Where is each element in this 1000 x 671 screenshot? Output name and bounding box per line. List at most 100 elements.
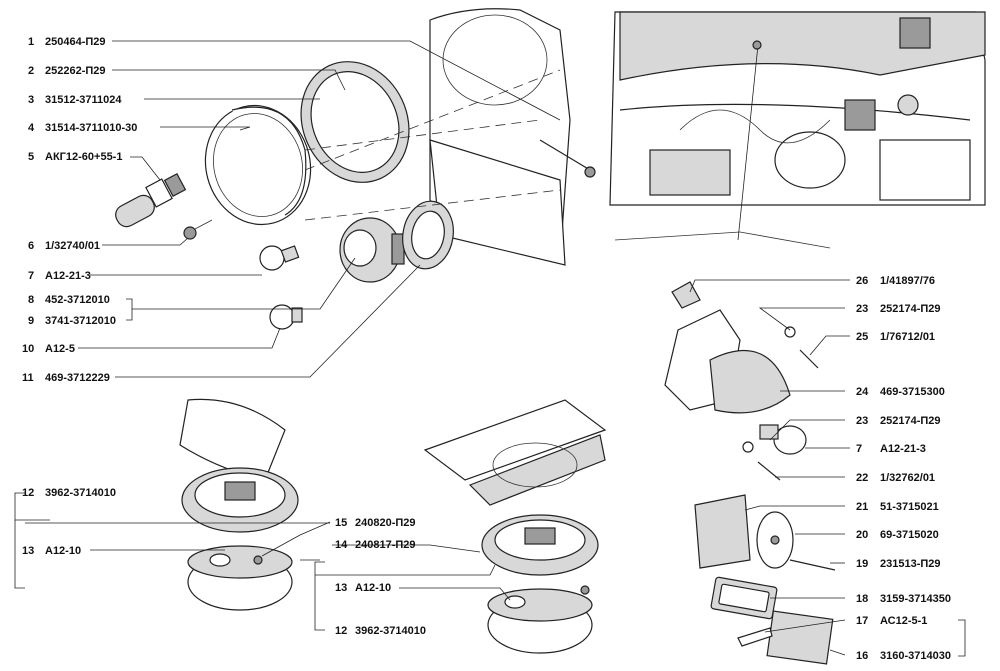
trim-panel: [423, 399, 607, 481]
callout-number-c23b: 23: [856, 415, 868, 427]
callout-number-c25: 25: [856, 331, 868, 343]
washer-23a: [784, 326, 796, 338]
callout-number-c13b: 13: [335, 582, 347, 594]
callout-code-c8: 452-3712010: [45, 294, 110, 306]
callout-code-c14: 240817-П29: [355, 539, 416, 551]
callout-code-c11: 469-3712229: [45, 372, 110, 384]
callout-number-c15: 15: [335, 517, 347, 529]
callout-number-c5: 5: [28, 151, 34, 163]
dome-lamp-right-illustration: [423, 399, 607, 654]
engine-block: [649, 149, 731, 196]
callout-number-c21: 21: [856, 501, 868, 513]
trim-bracket: [468, 434, 606, 506]
leader-lines: [14, 40, 966, 657]
bulb-7: [259, 245, 300, 271]
bolt-nut: [584, 166, 596, 178]
callout-number-c7: 7: [28, 270, 34, 282]
callout-number-c17: 17: [856, 615, 868, 627]
fender-edge: [619, 103, 971, 121]
dome-lamp-left-illustration: [179, 398, 299, 611]
trim-opening: [492, 442, 578, 488]
callout-number-c26: 26: [856, 275, 868, 287]
callout-code-c7: А12-21-3: [45, 270, 91, 282]
callout-number-c9: 9: [28, 315, 34, 327]
socket-pin: [770, 535, 780, 545]
lamp-housing-24: [709, 350, 791, 414]
gasket-ring-inner: [310, 71, 400, 173]
wire-harness: [679, 109, 831, 144]
callout-code-c23b: 252174-П29: [880, 415, 941, 427]
zoom-bracket-right: [739, 231, 831, 249]
bulb-7b: [773, 425, 807, 455]
engine-bay-illustration: [609, 11, 986, 249]
callout-number-c12a: 12: [22, 487, 34, 499]
lamp-location-marker: [752, 40, 762, 50]
callout-number-c2: 2: [28, 65, 34, 77]
screw-14: [580, 585, 590, 595]
callout-code-c16: 3160-3714030: [880, 650, 951, 662]
bulb-13a: [209, 553, 231, 567]
callout-code-c25: 1/76712/01: [880, 331, 935, 343]
callout-number-c23a: 23: [856, 303, 868, 315]
callout-code-c24: 469-3715300: [880, 386, 945, 398]
callout-number-c7b: 7: [856, 443, 862, 455]
callout-number-c11: 11: [22, 372, 34, 384]
lamp-frame-inner: [718, 583, 770, 613]
lamp-contacts: [224, 481, 256, 501]
callout-code-c9: 3741-3712010: [45, 315, 116, 327]
callout-code-c17: АС12-5-1: [880, 615, 927, 627]
callout-code-c23a: 252174-П29: [880, 303, 941, 315]
callout-number-c13a: 13: [22, 545, 34, 557]
bulb-base: [759, 424, 779, 440]
brake-reservoir: [844, 99, 876, 131]
callout-code-c7b: А12-21-3: [880, 443, 926, 455]
callout-code-c26: 1/41897/76: [880, 275, 935, 287]
bulb-13b: [504, 595, 526, 609]
callout-number-c20: 20: [856, 529, 868, 541]
callout-code-c4: 31514-3711010-30: [45, 122, 137, 134]
assembly-line: [304, 119, 541, 151]
callout-code-c20: 69-3715020: [880, 529, 939, 541]
lamp-diffuser-rim: [187, 545, 293, 579]
screw-25: [799, 349, 819, 369]
hood-panel: [619, 11, 986, 81]
wire-sleeve: [179, 398, 286, 481]
callout-number-c19: 19: [856, 558, 868, 570]
callout-code-c12b: 3962-3714010: [355, 625, 426, 637]
fender-headlight-opening: [442, 14, 548, 106]
assembly-line: [304, 69, 561, 171]
callout-code-c19: 231513-П29: [880, 558, 941, 570]
callout-code-c5: АКГ12-60+55-1: [45, 151, 122, 163]
callout-code-c21: 51-3715021: [880, 501, 939, 513]
callout-number-c8: 8: [28, 294, 34, 306]
lamp-body-16: [766, 610, 834, 665]
flange-ring-inner: [411, 210, 445, 260]
callout-number-c10: 10: [22, 343, 34, 355]
callout-code-c13a: А12-10: [45, 545, 81, 557]
callout-number-c16: 16: [856, 650, 868, 662]
screw-19: [789, 559, 836, 571]
assembly-line: [304, 189, 561, 221]
callout-code-c13b: А12-10: [355, 582, 391, 594]
callout-code-c22: 1/32762/01: [880, 472, 935, 484]
callout-number-c3: 3: [28, 94, 34, 106]
callout-number-c6: 6: [28, 240, 34, 252]
bulb-10: [269, 304, 303, 330]
callout-number-c22: 22: [856, 472, 868, 484]
zoom-bracket-left: [614, 231, 741, 241]
headlight-lens: [213, 113, 303, 217]
lamp-contacts-b: [524, 527, 556, 545]
zoom-pointer: [737, 44, 759, 241]
callout-code-c18: 3159-3714350: [880, 593, 951, 605]
mounting-bolt: [539, 139, 591, 171]
cap: [897, 94, 919, 116]
clip-26: [671, 281, 701, 309]
socket-plate-21: [694, 494, 751, 569]
festoon-bulb-17: [737, 627, 773, 647]
callout-code-c10: А12-5: [45, 343, 75, 355]
socket-lamp-illustration: [694, 494, 836, 665]
callout-number-c1: 1: [28, 36, 34, 48]
